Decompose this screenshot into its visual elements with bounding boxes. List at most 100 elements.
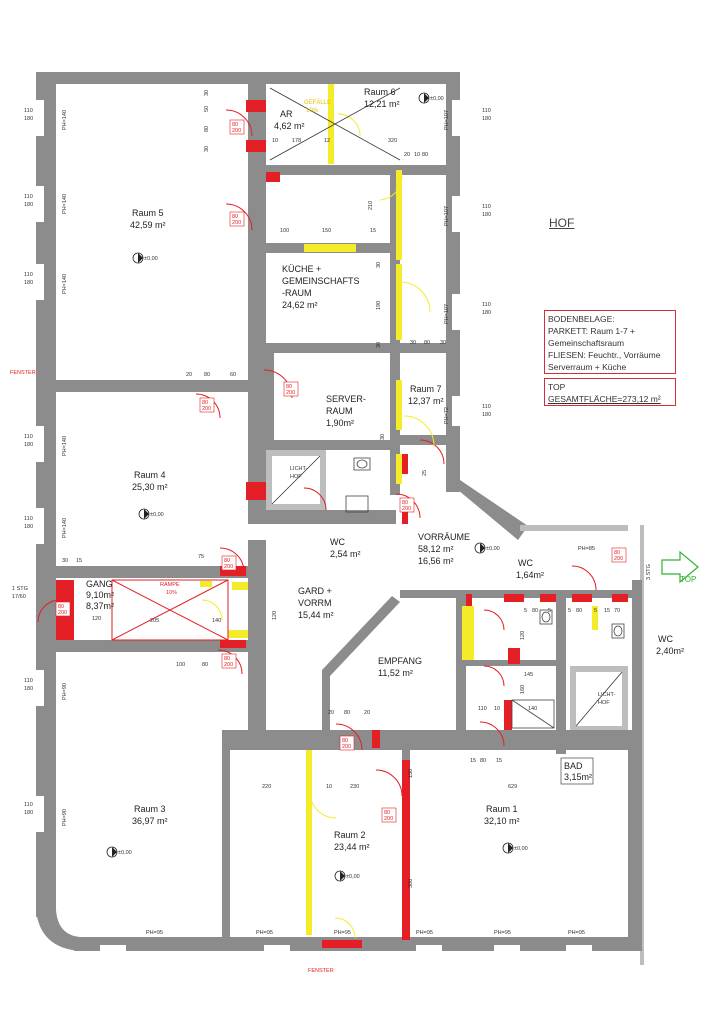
legend-title: BODENBELAGE: bbox=[548, 314, 615, 324]
svg-text:180: 180 bbox=[24, 524, 33, 530]
stg1-height: 17/60 bbox=[12, 594, 26, 600]
wall-top-right bbox=[266, 72, 456, 84]
svg-text:80: 80 bbox=[204, 372, 210, 378]
ar-name: AR bbox=[280, 109, 293, 119]
server-name-1: SERVER- bbox=[326, 394, 366, 404]
svg-text:80: 80 bbox=[204, 126, 210, 132]
entrance-label: TOP bbox=[680, 575, 697, 584]
vorraeume-name: VORRÄUME bbox=[418, 532, 470, 542]
ph-left-5: PH=140 bbox=[62, 518, 68, 538]
empfang-area: 11,52 m² bbox=[378, 668, 413, 678]
legend-line-1: PARKETT: Raum 1-7 + bbox=[548, 326, 635, 336]
svg-text:5: 5 bbox=[524, 608, 527, 614]
door-tags: 80 200 80 200 80 200 80 200 80 200 80 20… bbox=[55, 119, 627, 823]
level-raum2: ±0,00 bbox=[346, 874, 360, 880]
ar-area: 4,62 m² bbox=[274, 121, 305, 131]
raum4-name: Raum 4 bbox=[134, 470, 166, 480]
svg-text:120: 120 bbox=[92, 616, 101, 622]
kueche-area: 24,62 m² bbox=[282, 300, 318, 310]
svg-text:300: 300 bbox=[408, 879, 414, 888]
svg-text:5: 5 bbox=[568, 608, 571, 614]
vorraeume-area-1: 58,12 m² bbox=[418, 544, 454, 554]
wc1-name: WC bbox=[330, 537, 345, 547]
svg-text:120: 120 bbox=[520, 631, 526, 640]
ph-left-7: PH=90 bbox=[62, 809, 68, 826]
svg-text:200: 200 bbox=[384, 816, 393, 822]
svg-text:20: 20 bbox=[186, 372, 192, 378]
svg-text:100: 100 bbox=[280, 228, 289, 234]
ph-left-2: PH=140 bbox=[62, 194, 68, 214]
svg-text:145: 145 bbox=[524, 672, 533, 678]
raum6-name: Raum 6 bbox=[364, 87, 396, 97]
door-swings bbox=[37, 109, 597, 797]
raum7-name: Raum 7 bbox=[410, 384, 442, 394]
lichthof2-label-2: HOF bbox=[598, 700, 610, 706]
svg-text:50: 50 bbox=[204, 106, 210, 112]
kueche-name-3: -RAUM bbox=[282, 288, 312, 298]
svg-text:15: 15 bbox=[76, 558, 82, 564]
wall-raum7-left bbox=[390, 175, 400, 495]
server-area: 1,90m² bbox=[326, 418, 354, 428]
ph-bottom-2: PH=95 bbox=[256, 930, 273, 936]
svg-text:15: 15 bbox=[470, 758, 476, 764]
svg-text:110: 110 bbox=[24, 272, 33, 278]
lichthof1-label-1: LICHT- bbox=[290, 466, 308, 472]
gefaelle-pct: 10% bbox=[306, 108, 319, 114]
svg-text:110: 110 bbox=[24, 434, 33, 440]
svg-text:110: 110 bbox=[24, 516, 33, 522]
total-label: TOP bbox=[548, 382, 566, 392]
svg-text:20: 20 bbox=[328, 710, 334, 716]
server-name-2: RAUM bbox=[326, 406, 353, 416]
wall-right-mid bbox=[632, 580, 642, 750]
svg-text:110: 110 bbox=[24, 108, 33, 114]
legend-line-4: Serverraum + Küche bbox=[548, 362, 627, 372]
ph-bottom-6: PH=95 bbox=[568, 930, 585, 936]
svg-text:80: 80 bbox=[342, 738, 348, 744]
door-swings-removed bbox=[201, 113, 435, 939]
level-markers bbox=[106, 92, 514, 882]
wall-right-lower bbox=[628, 750, 642, 950]
svg-text:12: 12 bbox=[324, 138, 330, 144]
svg-text:110: 110 bbox=[24, 678, 33, 684]
svg-text:20: 20 bbox=[404, 152, 410, 158]
svg-text:30: 30 bbox=[62, 558, 68, 564]
svg-text:100: 100 bbox=[176, 662, 185, 668]
kueche-name-2: GEMEINSCHAFTS bbox=[282, 276, 360, 286]
wall-raum5-raum4 bbox=[56, 380, 248, 392]
legend-floor-coverings: BODENBELAGE: PARKETT: Raum 1-7 + Gemeins… bbox=[544, 310, 676, 374]
legend-line-3: FLIESEN: Feuchtr., Vorräume bbox=[548, 350, 661, 360]
wall-courtyard-top bbox=[520, 525, 628, 531]
stg1-label: 1 STG bbox=[12, 586, 28, 592]
svg-text:140: 140 bbox=[528, 706, 537, 712]
svg-text:80: 80 bbox=[202, 662, 208, 668]
svg-text:70: 70 bbox=[614, 608, 620, 614]
wall-diagonal-empfang bbox=[322, 596, 400, 676]
level-raum4: ±0,00 bbox=[150, 512, 164, 518]
total-area-box: TOP GESAMTFLÄCHE=273,12 m² bbox=[544, 378, 676, 406]
svg-text:200: 200 bbox=[224, 564, 233, 570]
svg-text:180: 180 bbox=[482, 116, 491, 122]
lichthof2-label-1: LICHT- bbox=[598, 692, 616, 698]
svg-text:200: 200 bbox=[232, 220, 241, 226]
svg-text:80: 80 bbox=[232, 214, 238, 220]
wall-gang-raum3 bbox=[56, 640, 248, 652]
level-raum6: ±0,00 bbox=[430, 96, 444, 102]
svg-text:200: 200 bbox=[402, 506, 411, 512]
svg-text:80: 80 bbox=[232, 122, 238, 128]
wc3-name: WC bbox=[658, 634, 673, 644]
gard-name-1: GARD + bbox=[298, 586, 332, 596]
wall-diagonal bbox=[446, 480, 528, 540]
ph-left-4: PH=140 bbox=[62, 436, 68, 456]
courtyard-label: HOF bbox=[549, 216, 575, 230]
svg-text:75: 75 bbox=[198, 554, 204, 560]
svg-text:120: 120 bbox=[272, 611, 278, 620]
svg-text:320: 320 bbox=[388, 138, 397, 144]
svg-text:80: 80 bbox=[424, 340, 430, 346]
svg-text:220: 220 bbox=[262, 784, 271, 790]
svg-text:200: 200 bbox=[232, 128, 241, 134]
svg-text:210: 210 bbox=[368, 201, 374, 210]
level-raum1: ±0,00 bbox=[514, 846, 528, 852]
ph-right-2: PH=107 bbox=[444, 206, 450, 226]
wall-raum6-bottom bbox=[266, 165, 446, 175]
svg-text:180: 180 bbox=[482, 412, 491, 418]
